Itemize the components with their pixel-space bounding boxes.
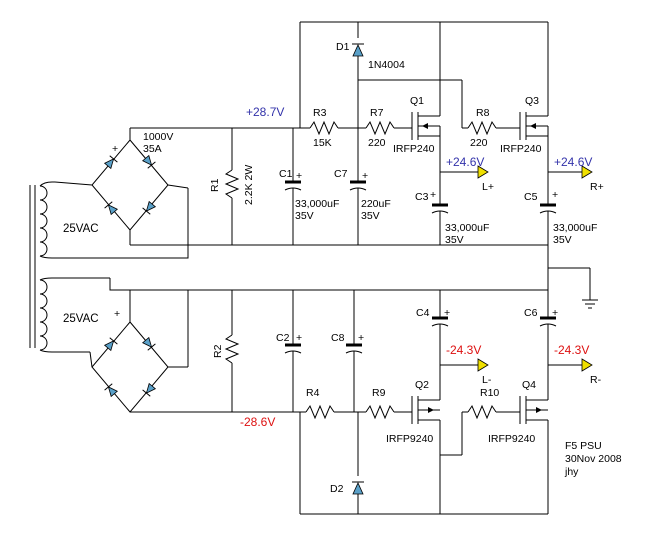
c4-plus: + xyxy=(444,307,450,319)
c7-voltage: 35V xyxy=(361,210,380,222)
c1-value: 33,000uF xyxy=(295,198,339,210)
q1-part: IRFP240 xyxy=(393,143,435,155)
upper-bridge-plus: + xyxy=(112,143,118,155)
d2-ref: D2 xyxy=(330,483,344,495)
r3-value: 15K xyxy=(313,137,332,149)
mosfet-q3: Q3 IRFP240 xyxy=(500,22,549,172)
title-author: jhy xyxy=(564,466,579,478)
c3-value: 33,000uF xyxy=(445,222,489,234)
c5-voltage: 35V xyxy=(553,234,572,246)
q3-part: IRFP240 xyxy=(500,143,542,155)
r3-ref: R3 xyxy=(313,107,327,119)
upper-rail: +28.7V D1 1N4004 R3 15K R7 220 xyxy=(246,21,604,246)
capacitor-c5: C5 + 33,000uF 35V xyxy=(524,172,597,246)
r7-ref: R7 xyxy=(370,107,384,119)
r10-ref: R10 xyxy=(480,387,499,399)
title-text: F5 PSU xyxy=(565,440,602,452)
lower-secondary-label: 25VAC xyxy=(63,313,99,325)
c1-ref: C1 xyxy=(279,168,293,180)
r4-ref: R4 xyxy=(306,387,320,399)
l-plus-label: L+ xyxy=(482,181,494,193)
left-neg-voltage: -24.3V xyxy=(446,343,481,357)
q2-ref: Q2 xyxy=(415,379,429,391)
c7-plus: + xyxy=(362,170,368,182)
bridge-rating: 1000V xyxy=(143,131,173,143)
bridge-current: 35A xyxy=(143,143,162,155)
capacitor-c6: C6 + xyxy=(524,290,558,365)
c2-ref: C2 xyxy=(276,332,290,344)
raw-pos-voltage: +28.7V xyxy=(246,105,284,119)
raw-neg-voltage: -28.6V xyxy=(240,415,275,429)
lower-bridge-plus: + xyxy=(114,308,120,320)
r1-value: 2.2K 2W xyxy=(243,165,255,205)
c6-ref: C6 xyxy=(524,307,538,319)
c8-ref: C8 xyxy=(331,332,345,344)
ground-bus xyxy=(232,244,598,309)
c1-voltage: 35V xyxy=(295,210,314,222)
mosfet-q1: Q1 IRFP240 xyxy=(393,22,441,172)
title-block: F5 PSU 30Nov 2008 jhy xyxy=(564,440,622,478)
mosfet-q4: Q4 IRFP9240 xyxy=(488,365,549,514)
c3-voltage: 35V xyxy=(445,234,464,246)
q3-ref: Q3 xyxy=(525,95,539,107)
q1-ref: Q1 xyxy=(410,95,424,107)
r7-value: 220 xyxy=(368,137,386,149)
q2-part: IRFP9240 xyxy=(386,433,433,445)
r8-ref: R8 xyxy=(476,107,490,119)
transformer: 25VAC 25VAC xyxy=(29,181,189,353)
c7-value: 220uF xyxy=(361,198,391,210)
resistor-r1: R1 2.2K 2W xyxy=(209,128,255,245)
d1-ref: D1 xyxy=(336,41,350,53)
lower-rail: -28.6V C2 + C8 + R4 R9 xyxy=(240,290,602,515)
r2-ref: R2 xyxy=(212,344,224,358)
mosfet-q2: Q2 IRFP9240 xyxy=(386,365,441,514)
c6-plus: + xyxy=(552,307,558,319)
q4-part: IRFP9240 xyxy=(488,433,535,445)
capacitor-c8: C8 + xyxy=(331,290,364,412)
q4-ref: Q4 xyxy=(522,379,536,391)
c5-plus: + xyxy=(552,189,558,201)
l-minus-terminal xyxy=(477,358,489,372)
c8-plus: + xyxy=(358,332,364,344)
c5-value: 33,000uF xyxy=(553,222,597,234)
d1-part: 1N4004 xyxy=(368,59,405,71)
left-pos-voltage: +24.6V xyxy=(446,155,484,169)
r8-value: 220 xyxy=(470,137,488,149)
capacitor-c7: C7 + 220uF 35V xyxy=(334,128,391,245)
r-minus-terminal xyxy=(581,358,593,372)
capacitor-c2: C2 + xyxy=(276,290,302,412)
upper-bridge: + 1000V 35A xyxy=(54,127,300,246)
right-neg-voltage: -24.3V xyxy=(554,343,589,357)
capacitor-c1: C1 + 33,000uF 35V xyxy=(279,128,339,245)
c5-ref: C5 xyxy=(524,191,538,203)
r-plus-terminal xyxy=(581,165,593,179)
l-minus-label: L- xyxy=(482,374,492,386)
title-date: 30Nov 2008 xyxy=(565,453,622,465)
c1-plus: + xyxy=(296,170,302,182)
c4-ref: C4 xyxy=(416,307,430,319)
r-plus-label: R+ xyxy=(590,181,604,193)
lower-bridge: + xyxy=(89,278,300,413)
l-plus-terminal xyxy=(477,165,489,179)
c3-plus: + xyxy=(430,189,436,201)
c7-ref: C7 xyxy=(334,168,348,180)
c3-ref: C3 xyxy=(415,191,429,203)
upper-secondary-label: 25VAC xyxy=(63,223,99,235)
r9-ref: R9 xyxy=(372,387,386,399)
resistor-r2: R2 xyxy=(212,290,240,412)
right-pos-voltage: +24.6V xyxy=(554,155,592,169)
capacitor-c3: C3 + 33,000uF 35V xyxy=(415,172,489,246)
c2-plus: + xyxy=(296,332,302,344)
r-minus-label: R- xyxy=(590,374,602,386)
capacitor-c4: C4 + xyxy=(416,290,450,365)
r1-ref: R1 xyxy=(209,178,221,192)
